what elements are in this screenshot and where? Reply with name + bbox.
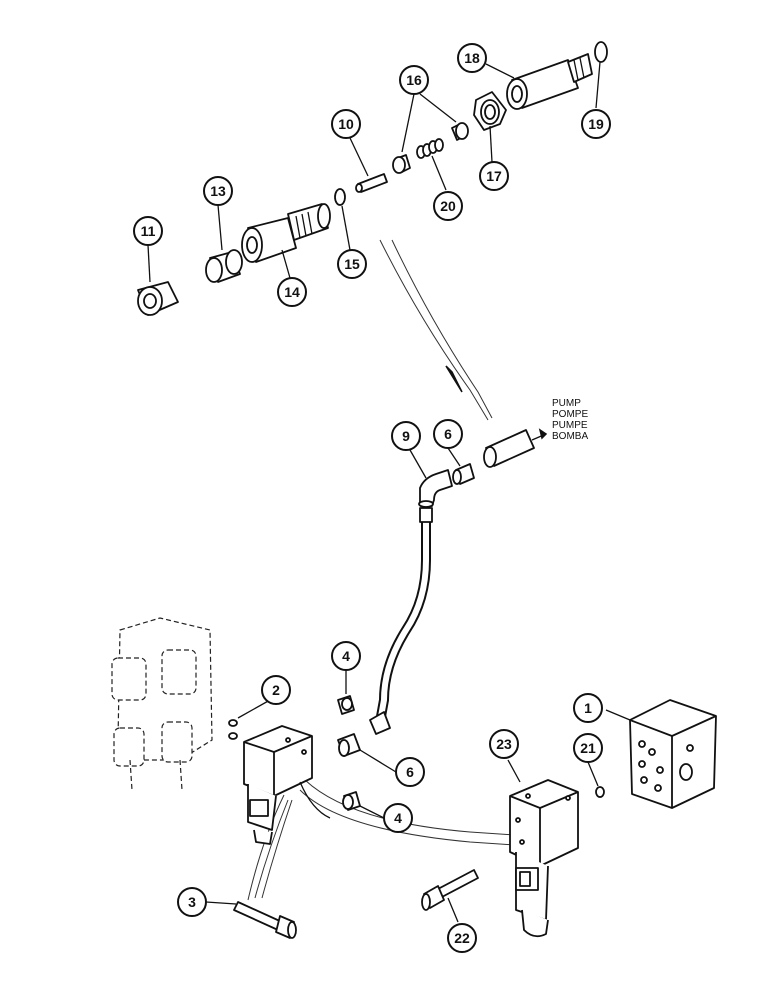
callout-20: 20 xyxy=(433,191,463,221)
callout-21-label: 21 xyxy=(580,740,596,756)
callout-22: 22 xyxy=(447,923,477,953)
part-4-fitting-upper xyxy=(337,695,355,715)
callout-16: 16 xyxy=(399,65,429,95)
callout-4-lower: 4 xyxy=(383,803,413,833)
pump-label-1: POMPE xyxy=(552,409,588,420)
part-1-manifold-block xyxy=(629,699,717,809)
callout-11-label: 11 xyxy=(141,223,156,239)
explosion-guide-lines xyxy=(247,239,516,901)
callout-4-upper: 4 xyxy=(331,641,361,671)
callout-18-label: 18 xyxy=(464,50,480,66)
part-20-spring xyxy=(416,138,444,159)
part-23-solenoid-valve xyxy=(509,779,579,938)
callout-19: 19 xyxy=(581,109,611,139)
pump-connector xyxy=(483,428,548,468)
callout-20-label: 20 xyxy=(440,198,456,214)
callout-17-label: 17 xyxy=(486,168,502,184)
part-16-poppet-right xyxy=(451,122,469,141)
callout-13-label: 13 xyxy=(210,183,226,199)
part-17-nut xyxy=(473,91,507,131)
part-10-pin xyxy=(355,173,388,193)
callout-22-label: 22 xyxy=(454,930,470,946)
callout-1-label: 1 xyxy=(584,700,592,716)
pump-label-0: PUMP xyxy=(552,398,581,409)
callouts: 1 2 3 4 4 6 6 9 10 11 13 14 15 16 17 18 … xyxy=(133,43,611,953)
part-3-bolt xyxy=(233,901,297,939)
callout-13: 13 xyxy=(203,176,233,206)
part-21-o-ring xyxy=(595,786,605,798)
callout-9-label: 9 xyxy=(402,428,410,444)
callout-15: 15 xyxy=(337,249,367,279)
callout-16-label: 16 xyxy=(406,72,422,88)
callout-4-lower-label: 4 xyxy=(394,810,402,826)
callout-1: 1 xyxy=(573,693,603,723)
callout-2: 2 xyxy=(261,675,291,705)
part-15-o-ring xyxy=(334,188,346,206)
callout-11: 11 xyxy=(133,216,163,246)
callout-15-label: 15 xyxy=(344,256,360,272)
callout-9: 9 xyxy=(391,421,421,451)
callout-4-upper-label: 4 xyxy=(342,648,350,664)
pump-label-3: BOMBA xyxy=(552,431,588,442)
part-6-adapter-upper xyxy=(452,463,475,485)
callout-21: 21 xyxy=(573,733,603,763)
callout-3-label: 3 xyxy=(188,894,196,910)
callout-2-label: 2 xyxy=(272,682,280,698)
callout-3: 3 xyxy=(177,887,207,917)
part-14-housing xyxy=(241,203,331,263)
pump-label-block: PUMP POMPE PUMPE BOMBA xyxy=(552,398,588,442)
pump-label-2: PUMPE xyxy=(552,420,588,431)
part-4-fitting-lower xyxy=(342,791,361,811)
callout-17: 17 xyxy=(479,161,509,191)
part-13-sleeve xyxy=(205,249,243,283)
part-16-poppet-left xyxy=(392,154,411,174)
part-11-plug xyxy=(137,281,179,316)
callout-14: 14 xyxy=(277,277,307,307)
callout-6-lower: 6 xyxy=(395,757,425,787)
callout-23: 23 xyxy=(489,729,519,759)
callout-19-label: 19 xyxy=(588,116,604,132)
callout-10: 10 xyxy=(331,109,361,139)
leader-lines xyxy=(147,61,631,923)
part-22-bolt xyxy=(421,869,479,911)
callout-18: 18 xyxy=(457,43,487,73)
part-19-o-ring xyxy=(594,41,608,63)
callout-6-lower-label: 6 xyxy=(406,764,414,780)
part-6-adapter-lower xyxy=(337,733,361,757)
part-2-o-rings xyxy=(228,719,238,740)
callout-6-upper-label: 6 xyxy=(444,426,452,442)
callout-23-label: 23 xyxy=(496,736,512,752)
callout-10-label: 10 xyxy=(338,116,354,132)
part-18-housing xyxy=(506,53,593,110)
solenoid-valve-left xyxy=(243,725,313,845)
hose xyxy=(369,507,433,735)
part-9-elbow xyxy=(418,469,453,508)
callout-14-label: 14 xyxy=(284,284,300,300)
callout-6-upper: 6 xyxy=(433,419,463,449)
valve-bank-ghost xyxy=(111,617,213,791)
